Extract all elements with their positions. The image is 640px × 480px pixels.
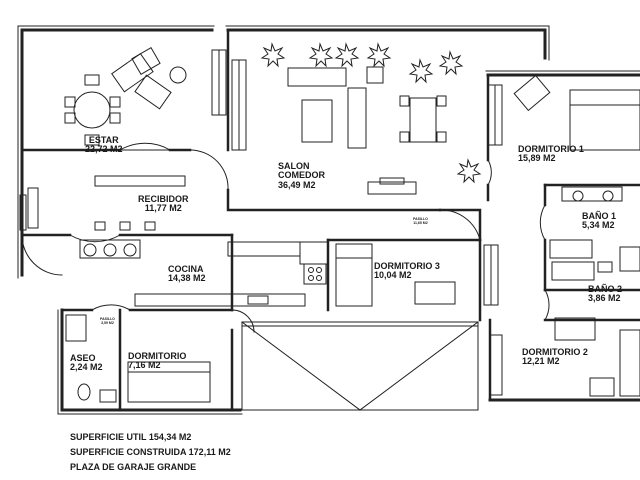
room-dormitorio1-area: 15,89 M2 — [518, 153, 556, 164]
room-dormitorio-label: DORMITORIO 7,16 M2 — [128, 351, 187, 371]
room-dormitorio1-label: DORMITORIO 1 15,89 M2 — [518, 144, 584, 164]
exterior-walls — [20, 28, 640, 412]
room-estar-area: 22,72 M2 — [85, 144, 123, 155]
room-pasillo2-area: 3,59 M2 — [101, 320, 114, 325]
interior-walls — [20, 28, 640, 412]
dormitorio2-furniture — [554, 317, 640, 397]
room-pasillo-label: PASILLO 11,65 M2 — [413, 217, 428, 225]
plant-icons — [260, 42, 482, 184]
room-bano2-label: BAÑO 2 3,86 M2 — [588, 284, 623, 304]
room-salon-name: SALON — [278, 161, 310, 171]
room-salon-name2: COMEDOR — [278, 170, 325, 181]
room-cocina-area: 14,38 M2 — [168, 273, 206, 284]
recibidor-furniture — [27, 175, 186, 229]
room-aseo-area: 2,24 M2 — [70, 362, 103, 373]
area-summary: SUPERFICIE UTIL 154,34 M2 SUPERFICIE CON… — [70, 430, 231, 475]
dormitorio3-furniture — [335, 243, 456, 307]
outer-wall-lines — [17, 25, 640, 415]
windows — [19, 49, 503, 396]
aseo-dormitorio-furniture — [65, 314, 211, 403]
room-estar-label: ESTAR 22,72 M2 — [85, 135, 123, 155]
room-aseo-name: ASEO — [70, 353, 96, 363]
room-recibidor-area: 11,77 M2 — [144, 203, 182, 214]
room-dormitorio-name: DORMITORIO — [128, 351, 187, 361]
room-aseo-label: ASEO 2,24 M2 — [70, 353, 103, 373]
cocina-fixtures — [79, 221, 329, 307]
terrace — [241, 321, 479, 411]
room-salon-label: SALON COMEDOR 36,49 M2 — [278, 161, 325, 190]
room-bano1-area: 5,34 M2 — [582, 220, 615, 231]
salon-furniture — [287, 66, 447, 195]
room-dormitorio-area: 7,16 M2 — [128, 360, 161, 371]
room-dormitorio3-name: DORMITORIO 3 — [374, 261, 440, 271]
room-dormitorio2-name: DORMITORIO 2 — [522, 347, 588, 357]
estar-furniture — [64, 47, 187, 146]
room-recibidor-label: RECIBIDOR 11,77 M2 — [138, 194, 189, 214]
door-swings — [21, 142, 550, 333]
room-bano1-name: BAÑO 1 — [582, 211, 617, 221]
room-recibidor-name: RECIBIDOR — [138, 194, 189, 204]
plaza-garaje: PLAZA DE GARAJE GRANDE — [70, 462, 197, 472]
room-bano2-name: BAÑO 2 — [588, 284, 623, 294]
room-dormitorio2-label: DORMITORIO 2 12,21 M2 — [522, 347, 588, 367]
room-bano2-area: 3,86 M2 — [588, 293, 621, 304]
room-estar-name: ESTAR — [88, 135, 119, 145]
room-salon-area: 36,49 M2 — [278, 179, 316, 190]
bathroom-fixtures — [549, 186, 640, 281]
room-dormitorio2-area: 12,21 M2 — [522, 356, 560, 367]
dormitorio1-furniture — [513, 74, 640, 151]
room-cocina-name: COCINA — [168, 264, 204, 274]
room-pasillo2-label: PASILLO 3,59 M2 — [100, 317, 115, 325]
room-pasillo-name: PASILLO — [413, 217, 428, 221]
room-dormitorio3-area: 10,04 M2 — [374, 270, 412, 281]
superficie-util: SUPERFICIE UTIL 154,34 M2 — [70, 432, 192, 442]
room-pasillo-area: 11,65 M2 — [413, 220, 428, 225]
room-cocina-label: COCINA 14,38 M2 — [168, 264, 206, 284]
room-dormitorio3-label: DORMITORIO 3 10,04 M2 — [374, 261, 440, 281]
superficie-construida: SUPERFICIE CONSTRUIDA 172,11 M2 — [70, 447, 231, 457]
room-dormitorio1-name: DORMITORIO 1 — [518, 144, 584, 154]
room-pasillo2-name: PASILLO — [100, 317, 115, 321]
room-bano1-label: BAÑO 1 5,34 M2 — [582, 211, 617, 231]
